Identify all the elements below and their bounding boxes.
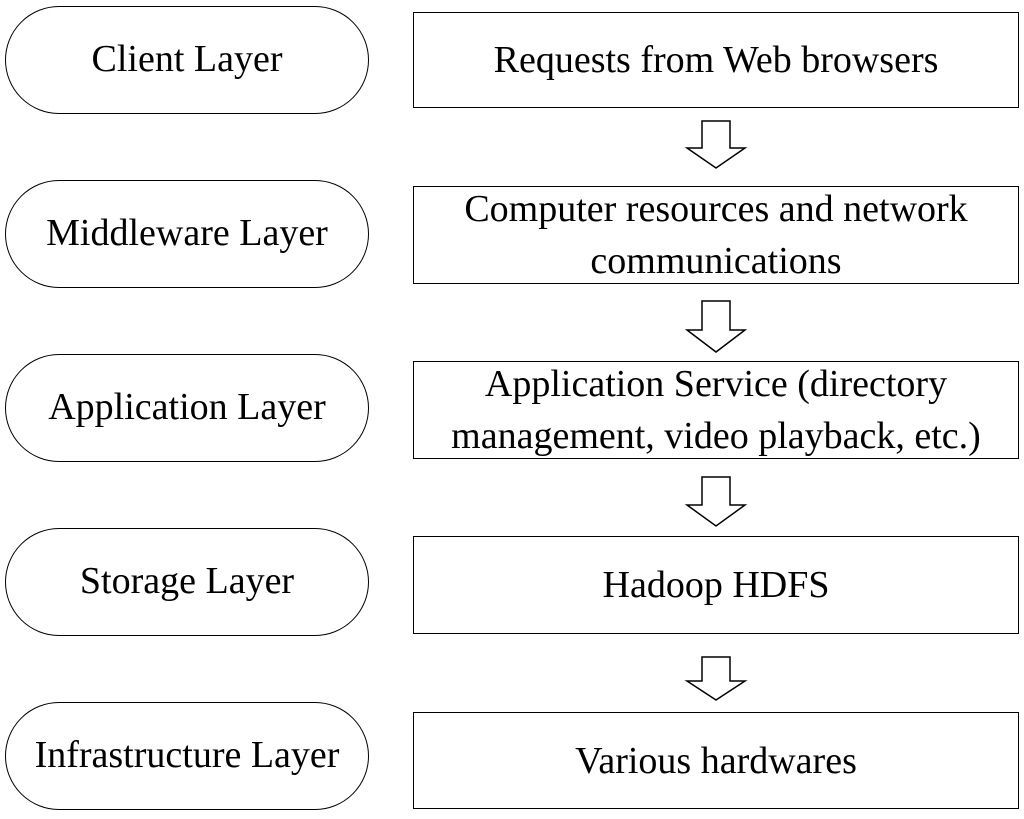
layer-label-application: Application Layer: [5, 354, 369, 462]
layer-label-infrastructure: Infrastructure Layer: [5, 702, 369, 810]
layer-label-client: Client Layer: [5, 6, 369, 114]
layer-description-storage: Hadoop HDFS: [413, 536, 1019, 634]
down-arrow-icon: [684, 300, 748, 354]
layer-description-infrastructure: Various hardwares: [413, 712, 1019, 809]
down-arrow-icon: [684, 120, 748, 170]
layer-label-storage: Storage Layer: [5, 528, 369, 636]
layer-label-middleware: Middleware Layer: [5, 180, 369, 288]
layer-description-application: Application Service (directory managemen…: [413, 361, 1019, 459]
down-arrow-icon: [684, 476, 748, 528]
layer-description-middleware: Computer resources and network communica…: [413, 186, 1019, 284]
layer-description-client: Requests from Web browsers: [413, 12, 1019, 108]
down-arrow-icon: [684, 656, 748, 702]
